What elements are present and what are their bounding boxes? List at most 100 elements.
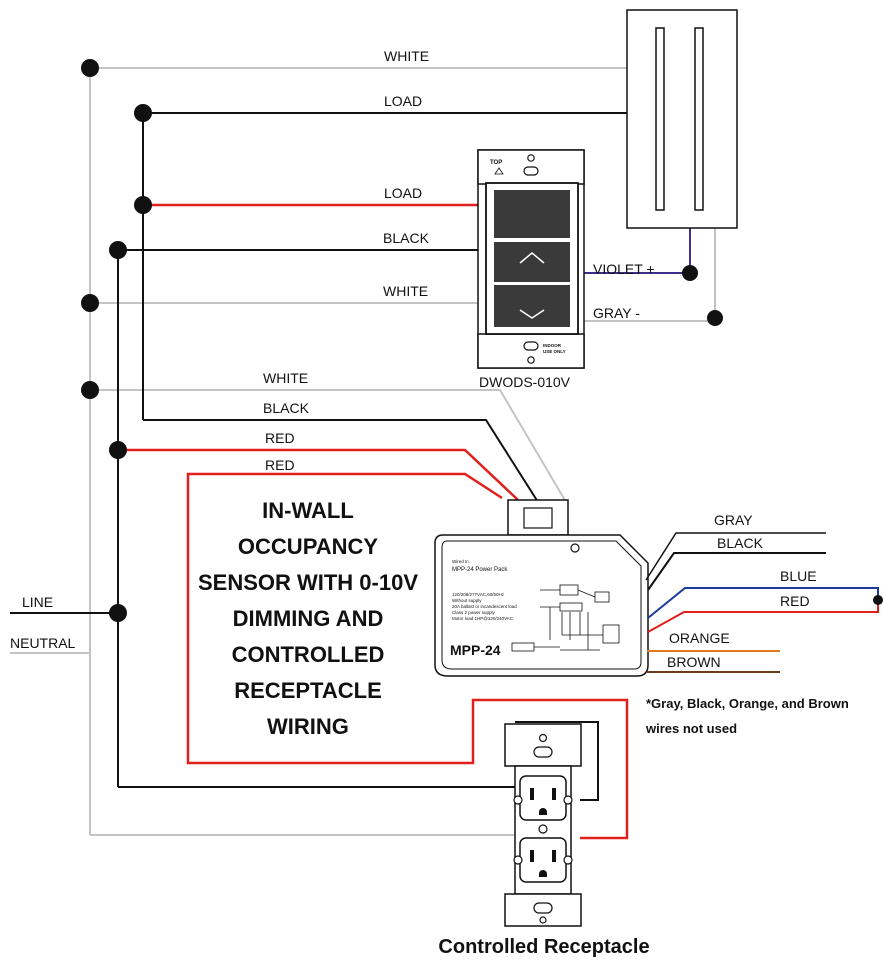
fixture-lamp xyxy=(694,27,704,211)
wire-label-load-red: LOAD xyxy=(384,185,422,201)
junction-dot xyxy=(873,595,883,605)
black-wire-pack xyxy=(143,419,539,503)
wire-label-gray-minus: GRAY - xyxy=(593,305,640,321)
pack-label-line: Class 2 power supply xyxy=(452,610,496,615)
title-line: OCCUPANCY xyxy=(238,534,378,559)
wire-label-violet: VIOLET + xyxy=(593,261,655,277)
note-line: *Gray, Black, Orange, and Brown xyxy=(646,696,849,711)
ground-hole xyxy=(539,808,547,815)
pack-model: MPP-24 xyxy=(450,642,501,658)
white-wire-pack xyxy=(90,389,567,503)
wire-label-red-pack-1: RED xyxy=(265,430,295,446)
red-out-wire xyxy=(647,600,879,633)
dim-down-button[interactable] xyxy=(494,285,570,327)
pack-label-line: Without supply xyxy=(452,598,482,603)
wire-label-blue-out: BLUE xyxy=(780,568,817,584)
chevron-down-icon xyxy=(519,309,545,319)
schematic-block xyxy=(602,624,620,644)
switch-indoor-line-2: USE ONLY xyxy=(543,349,566,354)
pack-label-line: Motor load 1HP@120/240VAC xyxy=(452,616,514,621)
sensor-lens xyxy=(494,190,570,238)
pack-label-line: 20A ballast or incandescent load xyxy=(452,604,517,609)
wire-label-line: LINE xyxy=(22,594,53,610)
receptacle-top-tab xyxy=(504,723,582,767)
center-screw-icon xyxy=(538,824,548,834)
load-wire-top xyxy=(143,112,665,228)
screw-slot-icon xyxy=(533,746,553,758)
diagram-title: IN-WALL OCCUPANCY SENSOR WITH 0-10V DIMM… xyxy=(198,498,418,739)
screw-icon xyxy=(570,543,580,553)
schematic-trace xyxy=(577,589,596,598)
switch-indoor-line-1: INDOOR xyxy=(543,343,562,348)
pack-output-leads xyxy=(645,532,883,673)
wire-label-white-pack: WHITE xyxy=(263,370,308,386)
title-line: DIMMING AND xyxy=(233,606,384,631)
junction-dots xyxy=(81,59,723,622)
junction-dot xyxy=(81,59,99,77)
red-wire-pack-1 xyxy=(118,448,519,501)
receptacle-hot-loop xyxy=(515,721,599,801)
chevron-up-icon xyxy=(519,252,545,264)
junction-dot xyxy=(109,604,127,622)
unused-wires-note: *Gray, Black, Orange, and Brown wires no… xyxy=(645,696,849,736)
screw-icon xyxy=(527,154,535,162)
junction-dot xyxy=(134,196,152,214)
note-line: wires not used xyxy=(645,721,737,736)
wire-label-neutral: NEUTRAL xyxy=(10,635,76,651)
pack-schematic xyxy=(511,584,620,652)
pack-label-line: Wired In xyxy=(452,559,469,564)
pack-label-line: 120/208/277VAC,60/50Hz xyxy=(452,592,505,597)
fixture-lamp xyxy=(655,27,665,211)
wire-label-orange-out: ORANGE xyxy=(669,630,730,646)
wire-label-load-top: LOAD xyxy=(384,93,422,109)
switch-top-mark: TOP xyxy=(490,160,502,166)
wire-labels: WHITE LOAD LOAD BLACK WHITE VIOLET + GRA… xyxy=(10,48,817,670)
screw-slot-icon xyxy=(523,341,539,351)
duplex-receptacle xyxy=(504,723,582,927)
receptacle-caption: Controlled Receptacle xyxy=(438,936,649,958)
red-wires xyxy=(118,203,629,840)
pack-label-line: MPP-24 Power Pack xyxy=(452,567,508,573)
wire-label-red-out: RED xyxy=(780,593,810,609)
title-line: SENSOR WITH 0-10V xyxy=(198,570,418,595)
pack-housing xyxy=(434,534,649,677)
dim-up-button[interactable] xyxy=(494,242,570,282)
outlet-slot xyxy=(530,788,534,800)
wire-label-black-out: BLACK xyxy=(717,535,764,551)
black-wires xyxy=(10,112,665,801)
occupancy-switch: TOP INDOOR USE ONLY DWODS-010V xyxy=(477,149,585,390)
screw-icon xyxy=(538,733,548,743)
wire-label-brown-out: BROWN xyxy=(667,654,721,670)
ground-hole xyxy=(539,870,547,877)
pack-inner-outline xyxy=(441,540,642,670)
junction-dot xyxy=(682,265,698,281)
fixture-housing xyxy=(626,9,738,229)
screw-slot-icon xyxy=(533,902,553,914)
screw-slot-icon xyxy=(523,166,539,176)
outlet-slot xyxy=(552,850,556,862)
terminal-screw-icon xyxy=(563,795,573,805)
terminal-screw-icon xyxy=(513,855,523,865)
terminal-screw-icon xyxy=(513,795,523,805)
title-line: IN-WALL xyxy=(262,498,354,523)
junction-dot xyxy=(134,104,152,122)
screw-icon xyxy=(527,356,535,364)
outlet-slot xyxy=(552,788,556,800)
black-out-wire xyxy=(647,552,826,591)
light-fixture xyxy=(626,9,738,229)
junction-dot xyxy=(109,441,127,459)
gray-out-wire xyxy=(645,532,826,581)
junction-dot xyxy=(81,381,99,399)
outlet-slot xyxy=(530,850,534,862)
title-line: RECEPTACLE xyxy=(234,678,382,703)
junction-dot xyxy=(707,310,723,326)
title-line: WIRING xyxy=(267,714,349,739)
switch-name: DWODS-010V xyxy=(479,374,571,390)
blue-out-wire xyxy=(647,587,879,619)
title-line: CONTROLLED xyxy=(232,642,385,667)
junction-dot xyxy=(109,241,127,259)
red-wire-pack-2 xyxy=(186,472,629,840)
pack-nipple-inner xyxy=(523,507,553,529)
wire-label-black-switch: BLACK xyxy=(383,230,430,246)
